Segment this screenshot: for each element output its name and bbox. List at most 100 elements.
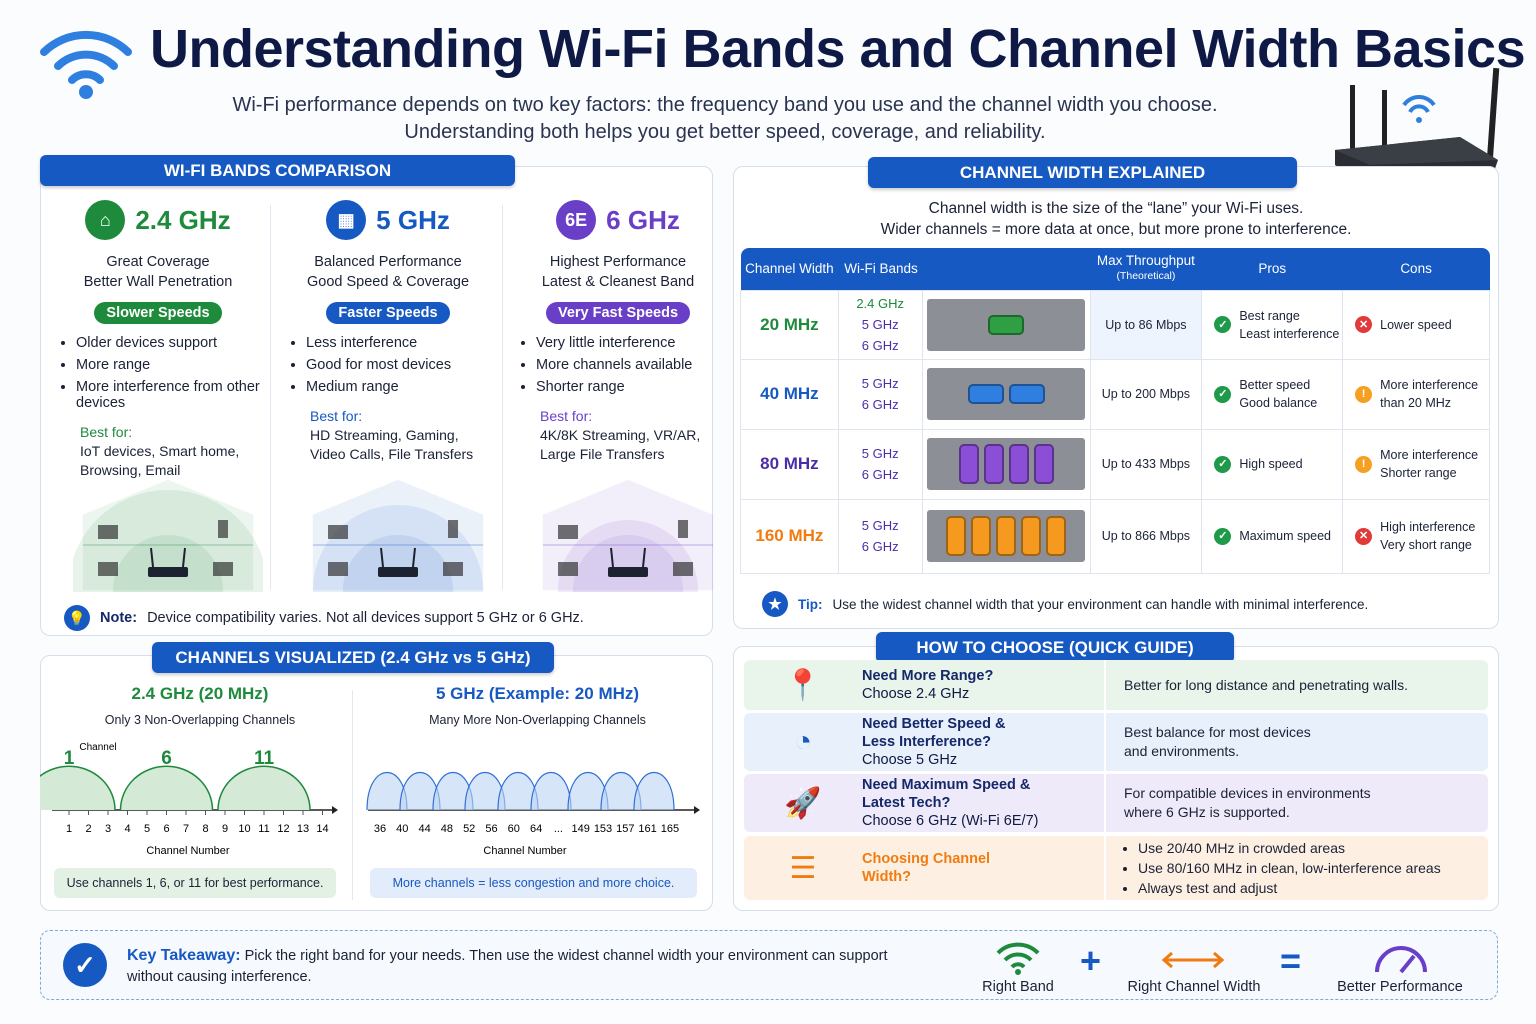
throughput: Up to 200 Mbps — [1089, 358, 1203, 430]
tick-label: 48 — [441, 823, 453, 835]
key-takeaway-box — [40, 930, 1498, 1000]
band-item: 5 GHz — [861, 446, 899, 461]
col-header-cons: Cons — [1342, 248, 1490, 290]
location-pin-icon: 📍 — [784, 668, 822, 702]
subtitle-line-2: Understanding both helps you get better … — [404, 121, 1046, 143]
throughput-sub: (Theoretical) — [1116, 270, 1176, 283]
tick-label: 6 — [163, 823, 169, 835]
desc-line: Good Speed & Coverage — [306, 274, 470, 290]
bullet-item: Shorter range — [536, 379, 728, 395]
best-for-line: IoT devices, Smart home, — [80, 443, 240, 459]
car-icon — [1046, 516, 1067, 556]
guide-question: Choosing Channel Width? — [862, 851, 991, 885]
channel-arc-1 — [40, 765, 116, 811]
col-header-throughput: Max Throughput(Theoretical) — [1090, 248, 1202, 290]
road-icon — [927, 298, 1086, 351]
channel-width-intro-2: Wider channels = more data at once, but … — [880, 221, 1352, 238]
band-item: 6 GHz — [861, 338, 899, 353]
equals-sign: = — [1280, 940, 1302, 981]
best-for-line: Video Calls, File Transfers — [310, 446, 474, 462]
throughput: Up to 866 Mbps — [1089, 498, 1203, 574]
tick-label: 3 — [105, 823, 111, 835]
tick-label: 10 — [238, 823, 250, 835]
lane-illustration — [921, 428, 1091, 500]
bullet-item: Medium range — [306, 379, 498, 395]
house-coverage-illustration — [73, 479, 263, 592]
plus-sign: + — [1080, 940, 1102, 981]
width-value: 20 MHz — [740, 289, 839, 360]
band-item: 6 GHz — [861, 539, 899, 554]
channel-arc — [633, 771, 675, 811]
width-value: 40 MHz — [740, 358, 839, 430]
house-coverage-illustration — [542, 479, 714, 592]
tick-label: 13 — [297, 823, 309, 835]
desc-line: Latest & Cleanest Band — [541, 274, 695, 290]
guide-answer: Use 20/40 MHz in crowded areasUse 80/160… — [1124, 838, 1441, 898]
double-arrow-icon — [1161, 951, 1225, 969]
tick-label: 149 — [572, 823, 590, 835]
left-chart-footer: Use channels 1, 6, or 11 for best perfor… — [54, 868, 336, 898]
road-icon — [927, 510, 1086, 562]
key-takeaway-body: Pick the right band for your needs. Then… — [127, 948, 888, 985]
right-chart-footer: More channels = less congestion and more… — [370, 868, 697, 898]
quick-guide-heading: HOW TO CHOOSE (QUICK GUIDE) — [876, 632, 1234, 663]
band-name: 5 GHz — [376, 204, 450, 235]
guide-answer-line: and environments. — [1124, 743, 1240, 759]
pro-item: Good balance — [1239, 396, 1318, 410]
check-circle-icon: ✓ — [1214, 385, 1232, 403]
bands-comparison-heading: WI-FI BANDS COMPARISON — [40, 155, 515, 186]
car-icon — [958, 444, 979, 484]
band-item: 5 GHz — [861, 376, 899, 391]
divider — [352, 690, 353, 900]
cons-cell: ✕Lower speed — [1342, 289, 1490, 360]
car-icon — [996, 516, 1017, 556]
band-header: ⌂2.4 GHz — [48, 200, 268, 240]
desc-line: Balanced Performance — [314, 254, 462, 270]
guide-answer: Better for long distance and penetrating… — [1124, 676, 1408, 695]
band-name: 2.4 GHz — [135, 204, 231, 235]
tick-label: 1 — [66, 823, 72, 835]
channel-number-label: 11 — [254, 748, 275, 769]
wifi-logo-icon — [40, 30, 132, 99]
guide-bullet: Use 20/40 MHz in crowded areas — [1138, 838, 1441, 858]
guide-row: ☰ Choosing Channel Width? Use 20/40 MHz … — [744, 836, 1488, 900]
best-for: Best for:4K/8K Streaming, VR/AR,Large Fi… — [540, 407, 728, 464]
con-item: More interference — [1380, 448, 1479, 462]
eq-right-channel-width: Right Channel Width — [1127, 979, 1261, 995]
gauge-icon — [1375, 946, 1427, 974]
best-for-line: Browsing, Email — [80, 462, 181, 478]
bullet-item: Good for most devices — [306, 357, 498, 373]
guide-answer-line: Better for long distance and penetrating… — [1124, 676, 1409, 693]
lane-illustration — [921, 358, 1091, 430]
note-label: Note: — [100, 610, 138, 626]
band-item: 6 GHz — [861, 467, 899, 482]
bullet-item: More channels available — [536, 357, 728, 373]
band-item: 6 GHz — [861, 397, 899, 412]
tick-label: 2 — [85, 823, 91, 835]
guide-choice: Choose 6 GHz (Wi-Fi 6E/7) — [862, 813, 1039, 829]
guide-row: 📍 Need More Range?Choose 2.4 GHz Better … — [744, 660, 1488, 710]
band-list: 5 GHz 6 GHz — [837, 428, 923, 500]
band-item: 2.4 GHz — [856, 296, 905, 311]
x-circle-icon: ✕ — [1355, 527, 1373, 545]
width-value: 160 MHz — [740, 498, 839, 574]
speed-pill: Very Fast Speeds — [545, 302, 691, 324]
guide-row: 🚀 Need Maximum Speed & Latest Tech?Choos… — [744, 774, 1488, 832]
note-text: Device compatibility varies. Not all dev… — [147, 610, 584, 626]
tick-label: 11 — [258, 823, 269, 835]
best-for: Best for:IoT devices, Smart home,Browsin… — [80, 423, 268, 480]
channel-arc-6 — [119, 765, 214, 811]
pro-item: Better speed — [1239, 378, 1311, 392]
car-icon — [971, 516, 992, 556]
road-icon — [927, 368, 1086, 420]
divider — [502, 205, 503, 590]
col-header-bands: Wi-Fi Bands — [838, 248, 1090, 290]
right-chart-subtitle: Many More Non-Overlapping Channels — [429, 713, 646, 727]
